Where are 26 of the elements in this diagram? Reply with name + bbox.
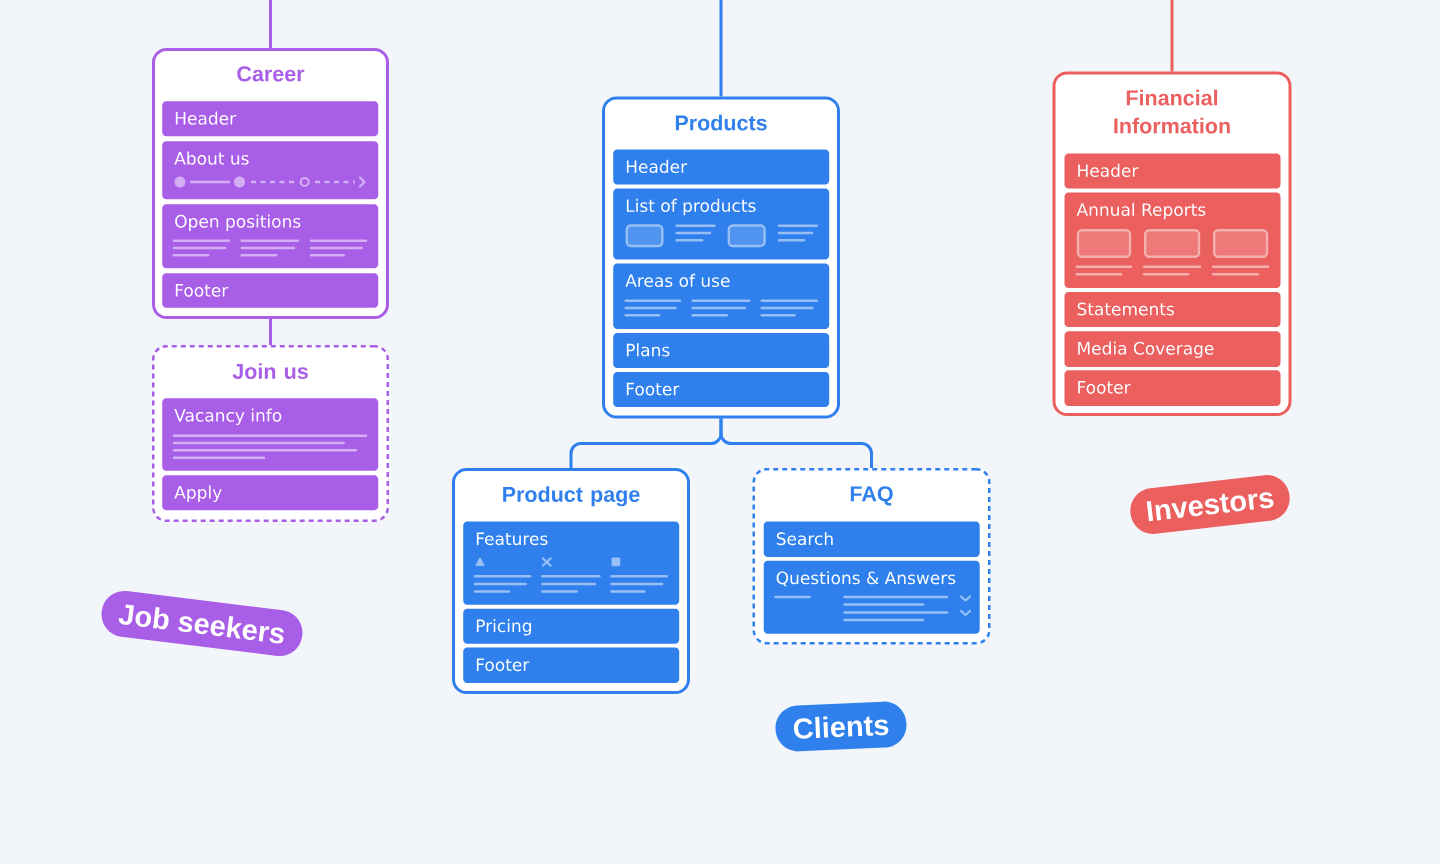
section-bar: Footer [1064,370,1281,406]
connector-line [1170,0,1174,72]
section-bar: Footer [463,647,680,683]
section-bar: Header [613,149,830,185]
connector-line [269,0,272,48]
connector-line [269,319,272,345]
section-bar: Open positions [162,204,379,269]
section-bar: Features [463,521,680,605]
section-bar: Areas of use [613,263,830,329]
connector-line [719,0,723,97]
section-bar: Media Coverage [1064,331,1281,367]
section-bar: Header [1064,153,1281,189]
section-bar: Pricing [463,608,680,644]
tag-label: Clients [793,716,889,739]
connector-line [719,418,873,468]
section-bar: Apply [162,475,379,511]
tag-label: Job seekers [118,604,284,644]
section-bar: Header [162,101,379,137]
section-bar: Questions & Answers [763,560,980,634]
section-bar: Statements [1064,291,1281,327]
section-bar: Plans [613,332,830,368]
section-bar: Footer [613,371,830,407]
section-bar: About us [162,141,379,200]
section-bar: Footer [162,273,379,308]
tag-label: Investors [1146,492,1274,522]
section-bar: Search [763,521,980,557]
